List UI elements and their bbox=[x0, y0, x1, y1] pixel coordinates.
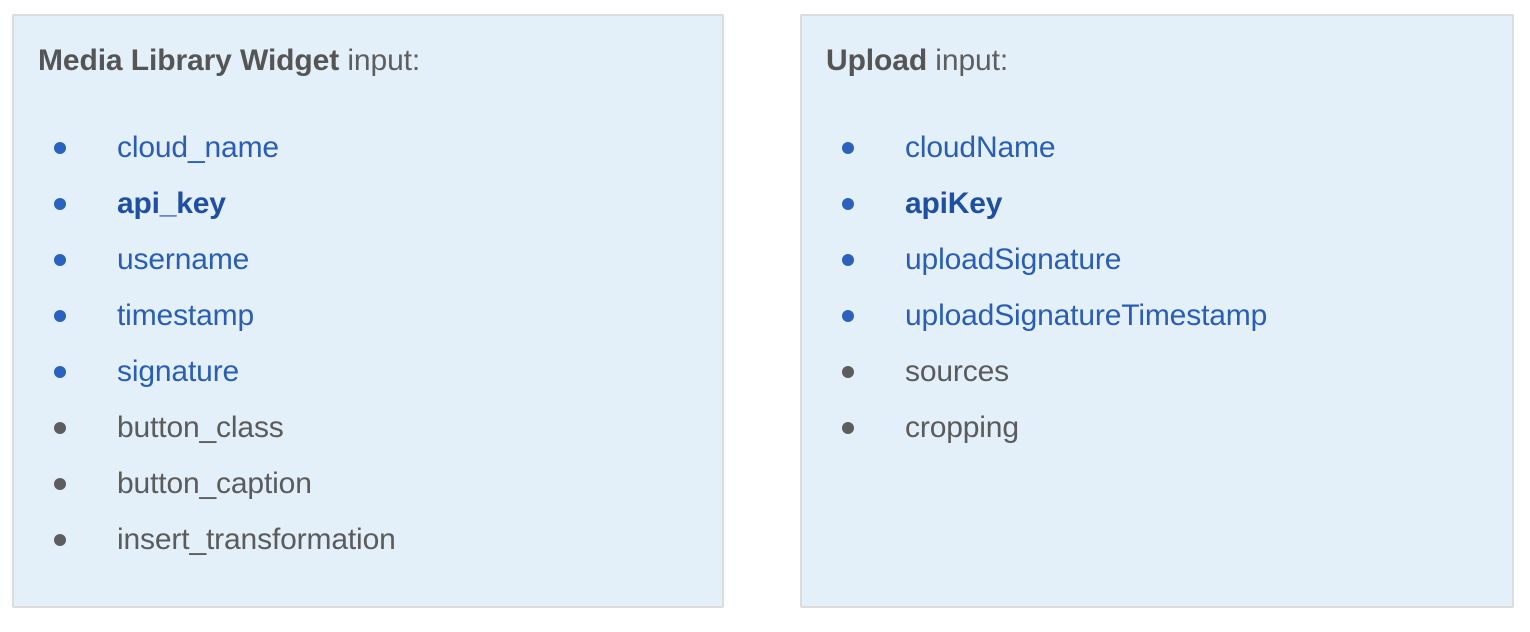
list-item: cloud_name bbox=[38, 120, 712, 176]
list-item: username bbox=[38, 232, 712, 288]
list-item: insert_transformation bbox=[38, 512, 712, 568]
list-item: cloudName bbox=[826, 120, 1502, 176]
bullet-dot-icon bbox=[842, 366, 854, 378]
panel-media-library-widget: Media Library Widget input: cloud_name a… bbox=[12, 14, 724, 608]
bullet-dot-icon bbox=[842, 422, 854, 434]
list-item: sources bbox=[826, 344, 1502, 400]
list-item-label: signature bbox=[117, 355, 240, 388]
bullet-dot-icon bbox=[54, 478, 66, 490]
list-item: uploadSignatureTimestamp bbox=[826, 288, 1502, 344]
panel-title-upload: Upload input: bbox=[826, 42, 1008, 80]
list-item: apiKey bbox=[826, 176, 1502, 232]
list-item: button_caption bbox=[38, 456, 712, 512]
panel-upload: Upload input: cloudName apiKey uploadSig… bbox=[800, 14, 1514, 608]
bullet-dot-icon bbox=[842, 198, 854, 210]
bullet-dot-icon bbox=[842, 142, 854, 154]
bullet-dot-icon bbox=[54, 422, 66, 434]
bullet-dot-icon bbox=[54, 534, 66, 546]
list-item-label: cropping bbox=[905, 411, 1019, 444]
panel-title-strong: Media Library Widget bbox=[38, 44, 340, 77]
bullet-dot-icon bbox=[54, 142, 66, 154]
bullet-dot-icon bbox=[54, 310, 66, 322]
panel-title-media-library-widget: Media Library Widget input: bbox=[38, 42, 420, 80]
parameter-list-media-library-widget: cloud_name api_key username timestamp si… bbox=[38, 120, 712, 568]
list-item-label: api_key bbox=[117, 187, 226, 220]
list-item: signature bbox=[38, 344, 712, 400]
parameter-list-upload: cloudName apiKey uploadSignature uploadS… bbox=[826, 120, 1502, 456]
bullet-dot-icon bbox=[54, 198, 66, 210]
list-item-label: timestamp bbox=[117, 299, 255, 332]
list-item: cropping bbox=[826, 400, 1502, 456]
list-item-label: username bbox=[117, 243, 250, 276]
bullet-dot-icon bbox=[842, 254, 854, 266]
bullet-dot-icon bbox=[54, 366, 66, 378]
list-item: timestamp bbox=[38, 288, 712, 344]
list-item: button_class bbox=[38, 400, 712, 456]
list-item: api_key bbox=[38, 176, 712, 232]
list-item-label: insert_transformation bbox=[117, 523, 396, 556]
list-item-label: uploadSignature bbox=[905, 243, 1122, 276]
panel-title-strong: Upload bbox=[826, 44, 928, 77]
panel-title-plain: input: bbox=[927, 44, 1009, 77]
list-item-label: cloud_name bbox=[117, 131, 279, 164]
list-item: uploadSignature bbox=[826, 232, 1502, 288]
bullet-dot-icon bbox=[54, 254, 66, 266]
list-item-label: uploadSignatureTimestamp bbox=[905, 299, 1268, 332]
list-item-label: cloudName bbox=[905, 131, 1056, 164]
list-item-label: sources bbox=[905, 355, 1009, 388]
list-item-label: button_caption bbox=[117, 467, 312, 500]
bullet-dot-icon bbox=[842, 310, 854, 322]
list-item-label: button_class bbox=[117, 411, 284, 444]
panel-title-plain: input: bbox=[339, 44, 421, 77]
list-item-label: apiKey bbox=[905, 187, 1003, 220]
